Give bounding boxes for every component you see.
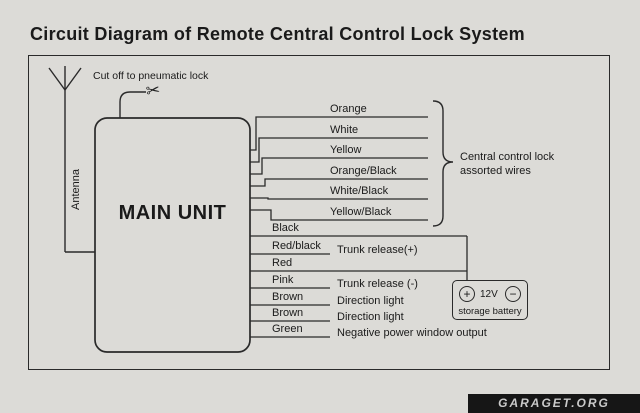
pneumatic-wire [119,91,146,118]
diagram-border [28,55,610,370]
wire-label-green: Green [272,323,303,335]
main-unit-box [94,117,251,353]
antenna-icon [48,66,95,253]
storage-battery: + 12V − storage battery [452,280,528,320]
output-wires [250,235,468,338]
wire-label-yellow-black: Yellow/Black [330,206,392,218]
pneumatic-label: Cut off to pneumatic lock [93,70,209,82]
wire-label-orange-black: Orange/Black [330,165,397,177]
brace [432,100,454,227]
antenna-label: Antenna [70,169,82,210]
wire-label-orange: Orange [330,103,367,115]
wire-label-brown-2: Brown [272,307,304,319]
annotation-trunk-release-pos: Trunk release(+) [337,244,418,256]
watermark-logo: GARAGET.ORG [468,394,640,413]
wire-label-black: Black [272,222,299,234]
annotation-direction-light-2: Direction light [337,311,404,323]
central-lock-wires [250,116,428,221]
brace-caption-line1: Central control lock [460,151,555,163]
wire-label-red: Red [272,257,293,269]
scissors-icon: ✂ [144,80,162,101]
wire-label-brown-1: Brown [272,291,304,303]
brace-caption-line2: assorted wires [460,165,531,177]
battery-minus-terminal: − [505,286,521,302]
wire-label-red-black: Red/black [272,240,321,252]
wire-label-white: White [330,124,359,136]
annotation-direction-light-1: Direction light [337,295,404,307]
annotation-trunk-release-neg: Trunk release (-) [337,278,418,290]
wire-label-pink: Pink [272,274,294,286]
diagram-title: Circuit Diagram of Remote Central Contro… [30,24,525,44]
battery-label: storage battery [458,306,522,317]
main-unit-label: MAIN UNIT [118,202,227,224]
wire-label-white-black: White/Black [330,185,389,197]
battery-plus-terminal: + [459,286,475,302]
annotation-neg-power-window: Negative power window output [337,327,487,339]
wire-label-yellow: Yellow [330,144,362,156]
battery-voltage: 12V [480,289,498,300]
